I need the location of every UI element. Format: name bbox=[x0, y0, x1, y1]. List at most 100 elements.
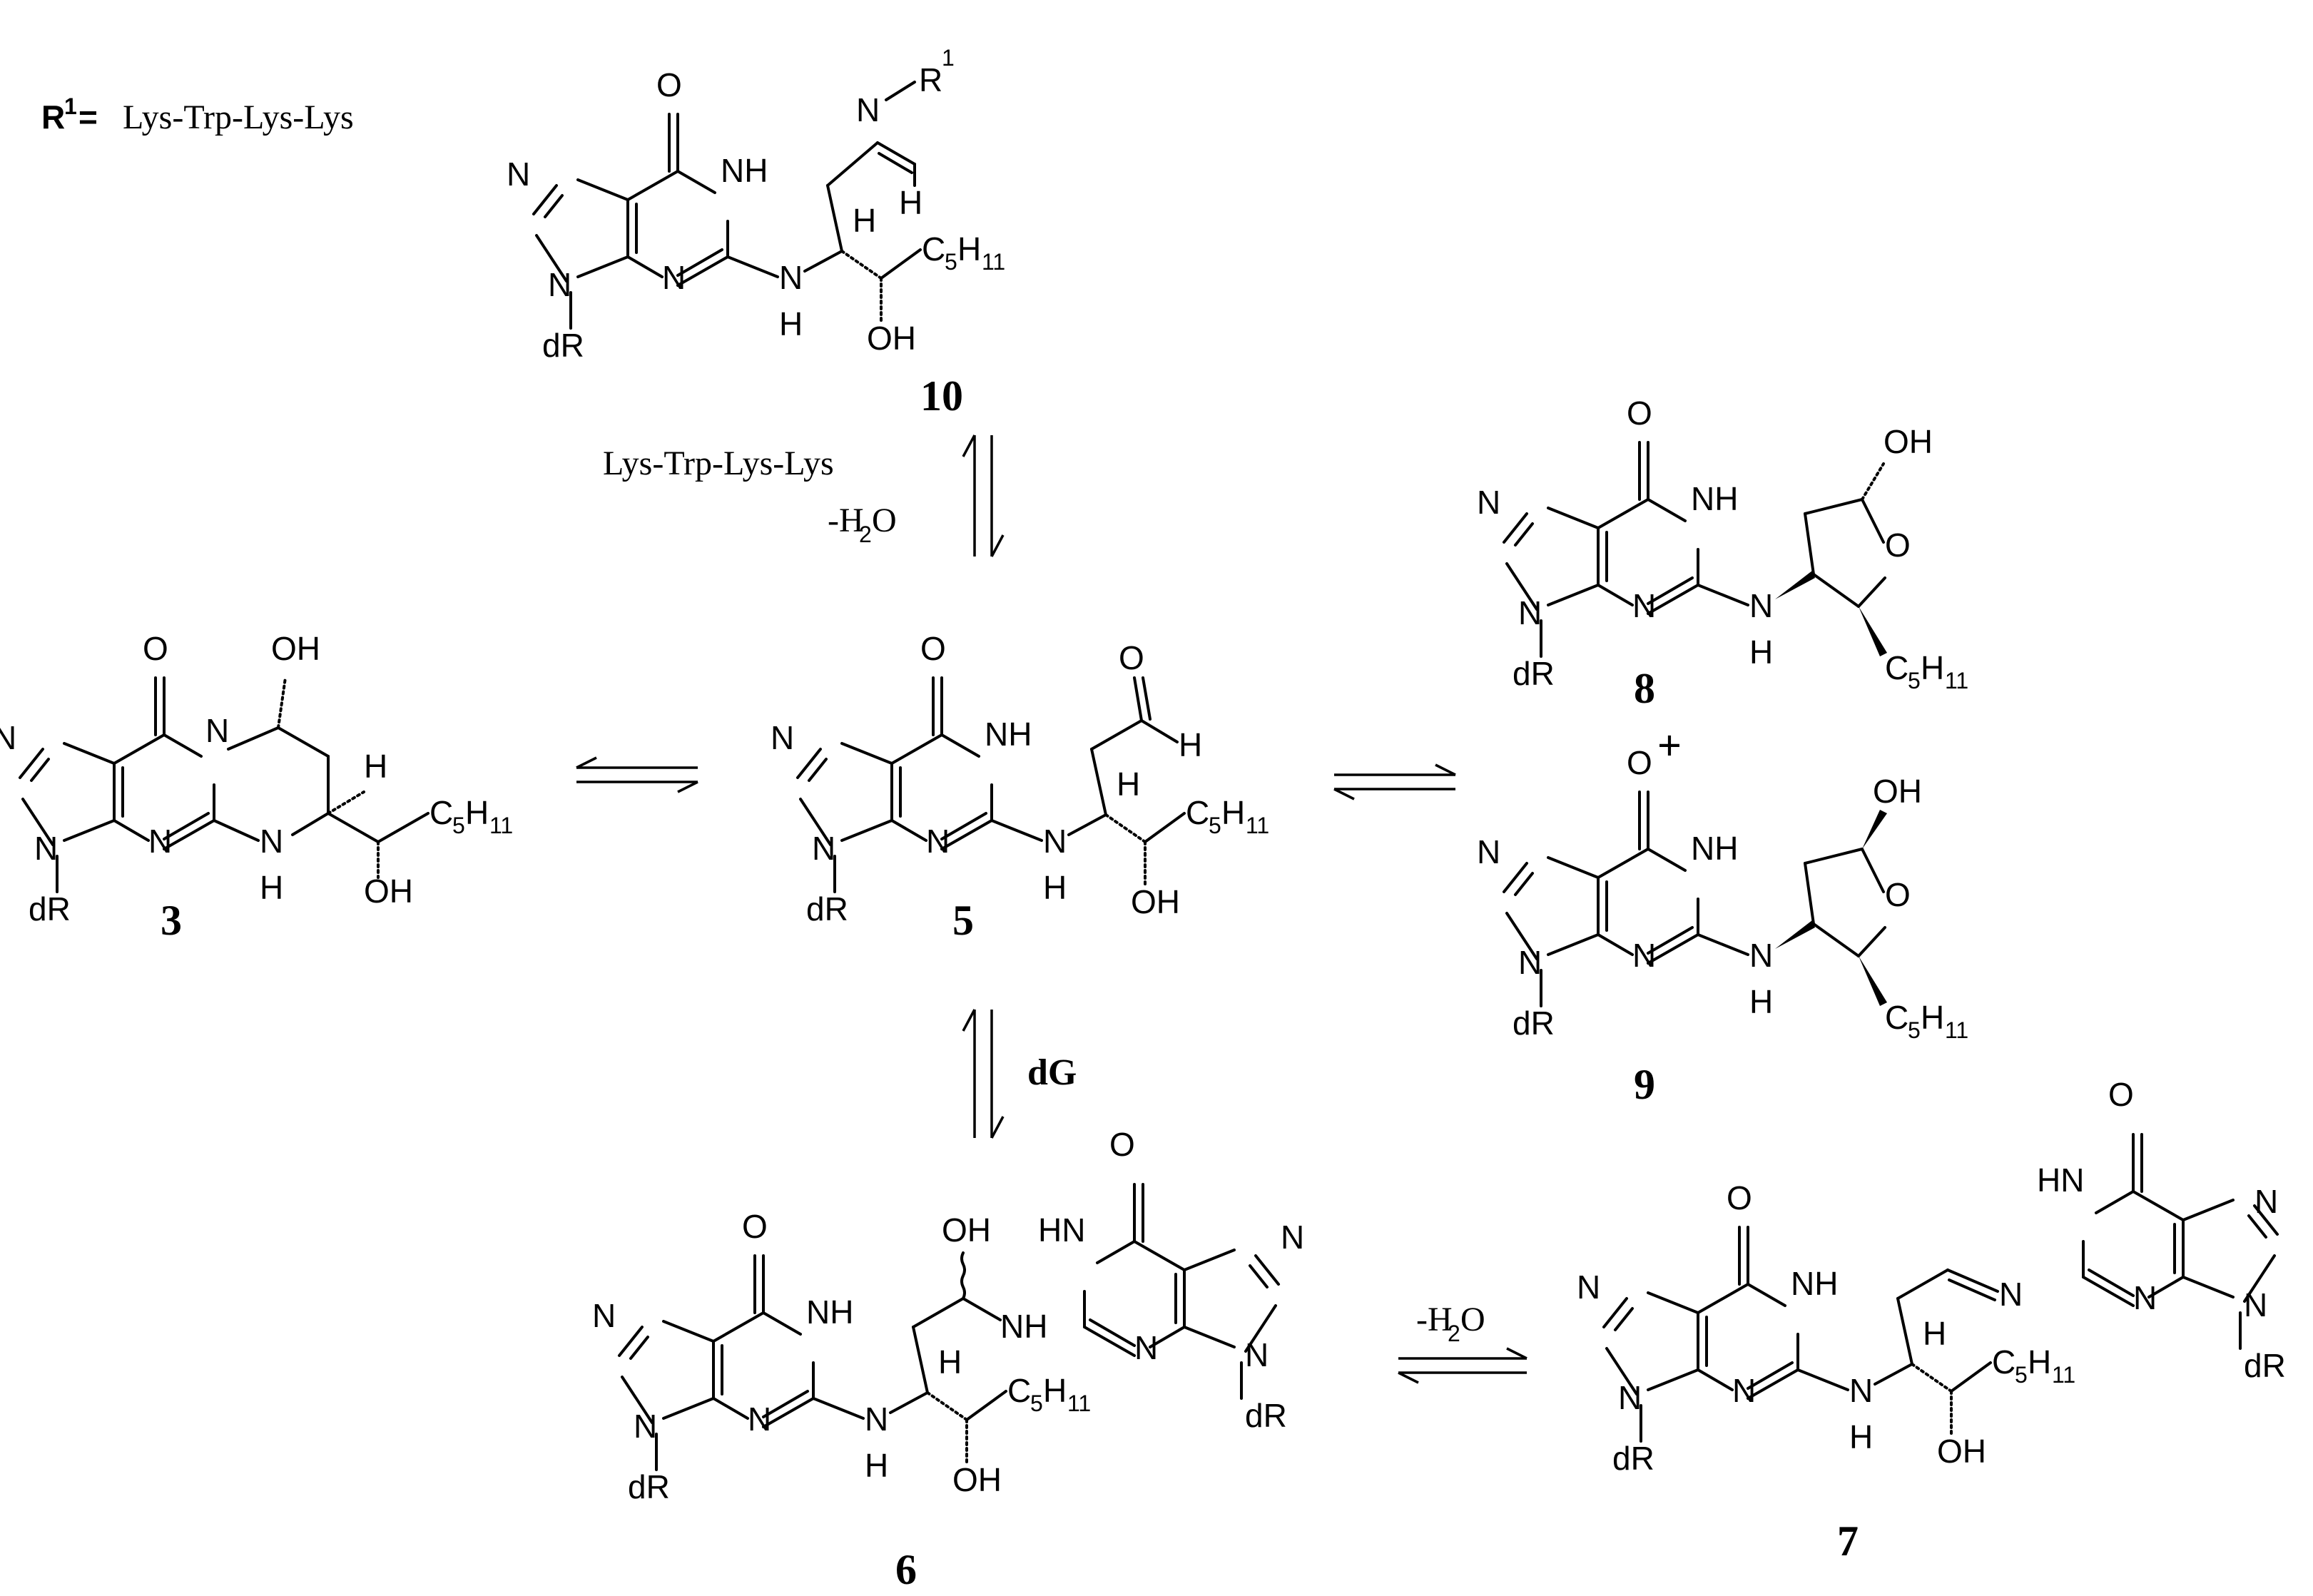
c6-n9: N bbox=[634, 1408, 657, 1445]
c3-n1: N bbox=[205, 712, 229, 749]
c9-oh: OH bbox=[1873, 773, 1922, 810]
condition-water-o: O bbox=[872, 502, 897, 539]
label-9: 9 bbox=[1634, 1061, 1655, 1108]
c7-c5h11-c: C bbox=[1992, 1343, 2015, 1381]
c5-n9: N bbox=[812, 830, 835, 867]
c8-c5h11-5: 5 bbox=[1908, 668, 1921, 693]
c6-g2-dr: dR bbox=[1245, 1397, 1287, 1434]
plus-sign: + bbox=[1657, 722, 1682, 769]
c6-nh: NH bbox=[806, 1293, 853, 1331]
c7-nh: NH bbox=[1791, 1265, 1838, 1302]
c8-n9: N bbox=[1518, 594, 1542, 631]
equilibrium-6-7 bbox=[1398, 1347, 1527, 1384]
c7-o: O bbox=[1727, 1179, 1752, 1216]
equilibrium-3-5 bbox=[576, 756, 698, 793]
c8-n7: N bbox=[1477, 484, 1500, 521]
c9-n3: N bbox=[1632, 937, 1656, 974]
c5-h-stereo: H bbox=[1117, 766, 1140, 803]
equilibrium-10-5 bbox=[962, 434, 1005, 557]
condition-water-sub-2: 2 bbox=[1448, 1321, 1460, 1346]
c6-oh-hemiaminal: OH bbox=[942, 1211, 991, 1249]
c10-c5h11-c: C bbox=[922, 230, 945, 268]
c3-o: O bbox=[143, 630, 168, 667]
c10-imine-n: N bbox=[856, 91, 880, 128]
c10-dr: dR bbox=[542, 327, 584, 364]
c3-oh-top: OH bbox=[271, 630, 320, 667]
c8-c5h11-h: H bbox=[1921, 649, 1944, 686]
c3-h-amine: H bbox=[260, 869, 283, 906]
compound-10: O NH N N N dR N H N H R 1 H C 5 H 11 OH bbox=[507, 45, 1005, 364]
c3-dr: dR bbox=[29, 890, 71, 927]
c6-g2-hn: HN bbox=[1038, 1211, 1085, 1249]
c7-c5h11-h: H bbox=[2028, 1343, 2051, 1381]
c6-dr: dR bbox=[628, 1468, 670, 1505]
label-7: 7 bbox=[1837, 1518, 1859, 1565]
c8-c5h11-11: 11 bbox=[1945, 668, 1968, 693]
c7-imine-n: N bbox=[1999, 1276, 2023, 1313]
condition-water-o-2: O bbox=[1460, 1301, 1485, 1338]
c10-n-amine: N bbox=[779, 259, 803, 296]
c10-c5h11-h: H bbox=[957, 230, 981, 268]
c6-h-amine: H bbox=[865, 1447, 888, 1484]
c5-n7: N bbox=[771, 719, 794, 756]
c10-oh: OH bbox=[867, 320, 916, 357]
c9-n7: N bbox=[1477, 833, 1500, 870]
c6-nh-linker: NH bbox=[1000, 1308, 1047, 1345]
c7-g2-n3: N bbox=[2133, 1279, 2157, 1316]
c10-n9: N bbox=[548, 266, 571, 303]
c8-nh: NH bbox=[1691, 480, 1738, 517]
label-5: 5 bbox=[952, 897, 974, 944]
c8-dr: dR bbox=[1513, 655, 1555, 692]
c10-c5h11-5: 5 bbox=[945, 249, 957, 275]
condition-minus-water-2: -H bbox=[1416, 1301, 1453, 1338]
compound-7: O NH N N N dR N H N H C 5 H 11 OH bbox=[1577, 1179, 2075, 1477]
c9-n-amine: N bbox=[1749, 937, 1773, 974]
c3-n3: N bbox=[148, 823, 172, 860]
c7-n-amine: N bbox=[1849, 1372, 1873, 1409]
c10-nh: NH bbox=[721, 152, 768, 189]
c5-aldehyde-o: O bbox=[1119, 639, 1144, 676]
c10-c5h11-11: 11 bbox=[982, 249, 1005, 275]
equilibrium-5-8-9 bbox=[1333, 763, 1456, 800]
c6-n7: N bbox=[592, 1297, 616, 1334]
c3-c5h11-h: H bbox=[465, 794, 489, 831]
c3-oh: OH bbox=[364, 873, 413, 910]
c5-n3: N bbox=[926, 823, 950, 860]
compound-6: O NH N N N dR N H OH NH H C 5 H 11 OH bbox=[592, 1208, 1091, 1505]
condition-dg: dG bbox=[1027, 1052, 1077, 1093]
c5-nh: NH bbox=[985, 716, 1032, 753]
c7-g2-n7: N bbox=[2254, 1183, 2278, 1220]
c3-h-stereo: H bbox=[364, 748, 387, 785]
c5-c5h11-5: 5 bbox=[1209, 813, 1221, 838]
c3-c5h11-c: C bbox=[429, 794, 453, 831]
c7-n7: N bbox=[1577, 1269, 1600, 1306]
c8-ring-o: O bbox=[1885, 527, 1911, 564]
c7-g2-hn: HN bbox=[2037, 1162, 2084, 1199]
c10-h-amine: H bbox=[779, 305, 803, 342]
r1-definition: R 1 = Lys-Trp-Lys-Lys bbox=[41, 93, 354, 136]
c8-h-amine: H bbox=[1749, 634, 1773, 671]
c6-g2-n9: N bbox=[1245, 1336, 1269, 1373]
c6-n3: N bbox=[748, 1401, 771, 1438]
c9-c5h11-5: 5 bbox=[1908, 1017, 1921, 1043]
c6-c5h11-c: C bbox=[1007, 1372, 1031, 1409]
c9-c5h11-11: 11 bbox=[1945, 1017, 1968, 1043]
c5-c5h11-c: C bbox=[1186, 794, 1209, 831]
c3-c5h11-5: 5 bbox=[452, 813, 465, 838]
condition-peptide: Lys-Trp-Lys-Lys bbox=[603, 444, 834, 482]
c8-n-amine: N bbox=[1749, 587, 1773, 624]
c8-n3: N bbox=[1632, 587, 1656, 624]
c3-c5h11-11: 11 bbox=[489, 813, 513, 838]
c5-dr: dR bbox=[806, 890, 848, 927]
c3-n-amine: N bbox=[260, 823, 283, 860]
c9-n9: N bbox=[1518, 944, 1542, 981]
label-6: 6 bbox=[895, 1546, 917, 1593]
c7-h-amine: H bbox=[1849, 1418, 1873, 1455]
c7-dr: dR bbox=[1612, 1440, 1654, 1477]
c5-c5h11-h: H bbox=[1221, 794, 1245, 831]
c5-c5h11-11: 11 bbox=[1246, 813, 1269, 838]
r1-equals: = bbox=[78, 98, 98, 136]
r1-peptide: Lys-Trp-Lys-Lys bbox=[123, 98, 354, 136]
compound-5: O NH N N N dR N H O H H C 5 H 11 OH bbox=[771, 630, 1269, 927]
